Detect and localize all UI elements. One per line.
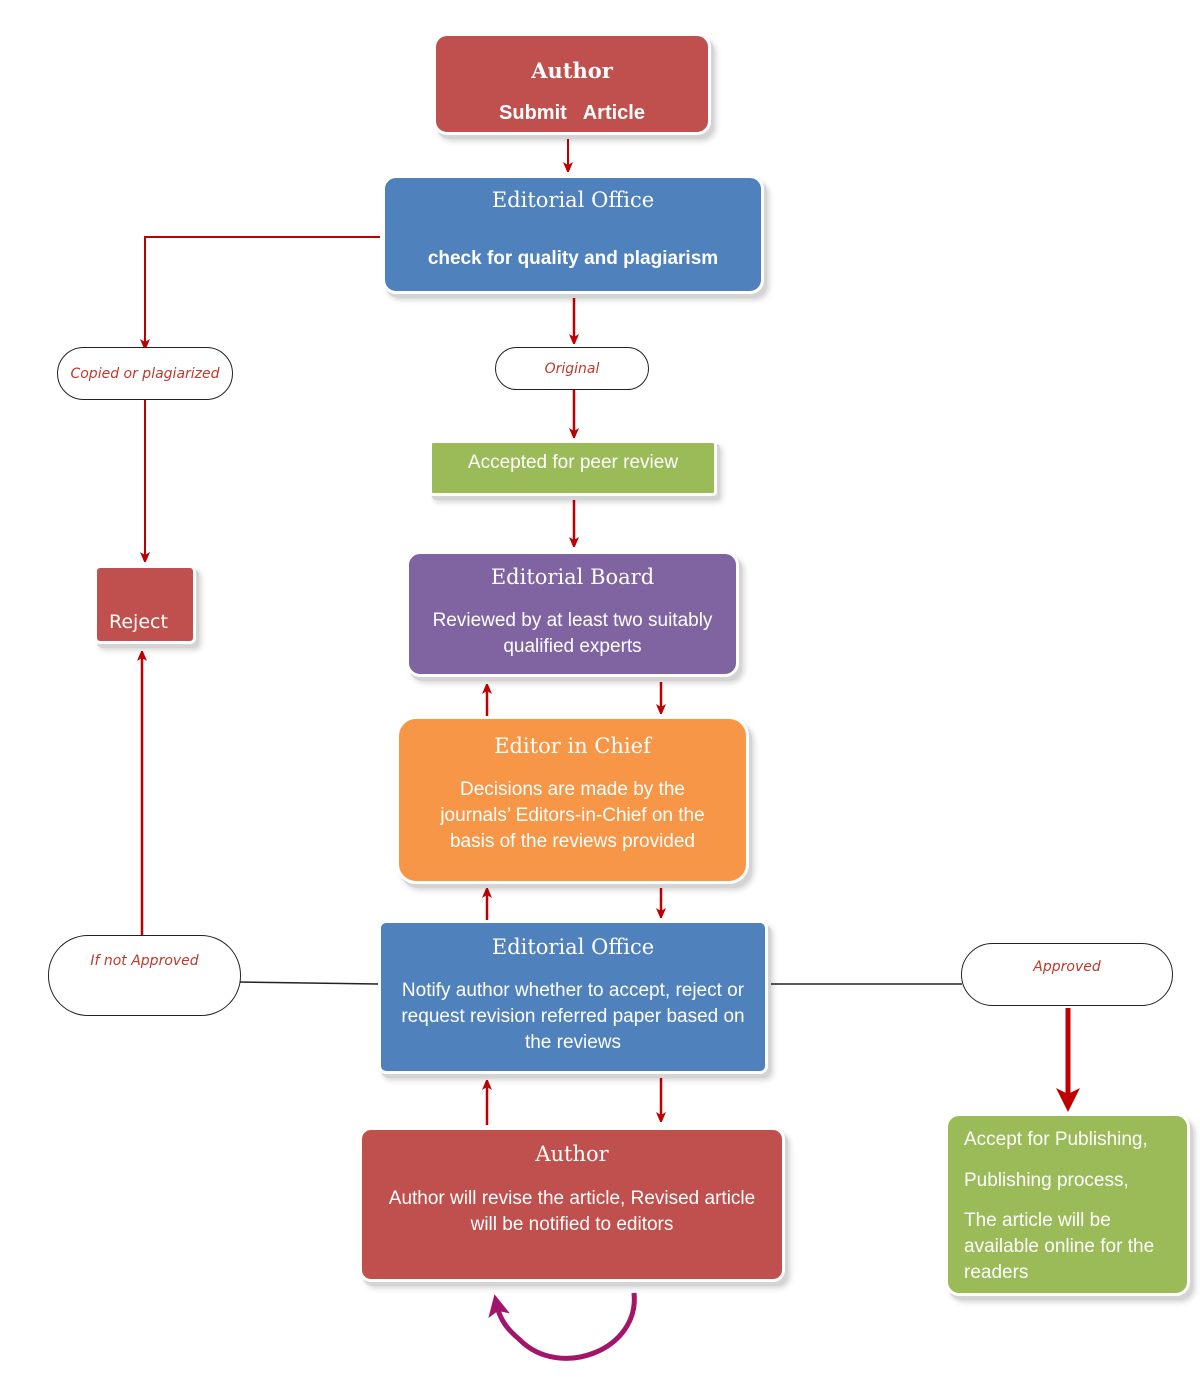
accepted-peer-review-box: Accepted for peer review [429, 440, 717, 496]
author-submit-body: Submit Article [499, 102, 645, 124]
author-revise-body: Author will revise the article, Revised … [388, 1188, 756, 1235]
editorial-board-title: Editorial Board [490, 565, 655, 589]
publishing-line3: The article will be available online for… [964, 1210, 1155, 1283]
author-revise-box: Author Author will revise the article, R… [359, 1127, 785, 1282]
editorial-office-notify-body: Notify author whether to accept, reject … [401, 980, 745, 1053]
label-if-not-approved: If not Approved [48, 935, 241, 1016]
publishing-box: Accept for Publishing, Publishing proces… [945, 1113, 1190, 1296]
label-original: Original [495, 347, 649, 390]
publishing-line1: Accept for Publishing, [964, 1129, 1148, 1150]
editorial-board-body: Reviewed by at least two suitably qualif… [432, 610, 713, 657]
revision-loop-arrow [488, 1292, 637, 1361]
line-office-to-not-approved [239, 981, 379, 985]
editorial-office-check-body: check for quality and plagiarism [427, 248, 719, 269]
editor-in-chief-body: Decisions are made by the journals’ Edit… [440, 779, 705, 852]
label-copied-or-plagiarized: Copied or plagiarized [57, 347, 233, 400]
reject-text: Reject [109, 611, 168, 633]
author-submit-box: Author Submit Article [433, 33, 711, 135]
editorial-board-box: Editorial Board Reviewed by at least two… [406, 551, 739, 677]
arrow-office-to-copied [145, 236, 380, 345]
editorial-office-check-title: Editorial Office [491, 188, 655, 212]
label-approved: Approved [961, 943, 1173, 1006]
author-revise-title: Author [535, 1142, 609, 1166]
editorial-office-notify-title: Editorial Office [491, 935, 655, 959]
accepted-peer-review-text: Accepted for peer review [467, 452, 679, 473]
reject-box: Reject [94, 565, 196, 644]
editorial-office-check-box: Editorial Office check for quality and p… [382, 175, 764, 294]
editor-in-chief-title: Editor in Chief [494, 734, 651, 758]
author-submit-title: Author [531, 58, 613, 83]
publishing-line2: Publishing process, [964, 1170, 1129, 1191]
editorial-office-notify-box: Editorial Office Notify author whether t… [378, 920, 768, 1074]
editor-in-chief-box: Editor in Chief Decisions are made by th… [396, 716, 749, 884]
